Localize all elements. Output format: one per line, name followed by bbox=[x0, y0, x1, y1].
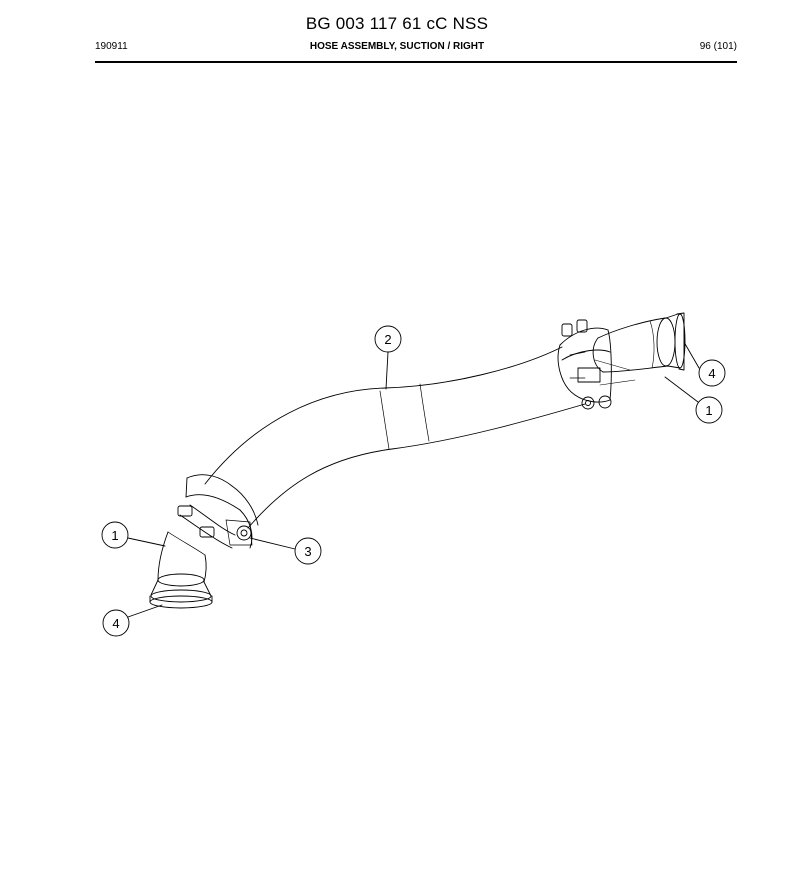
svg-text:3: 3 bbox=[304, 544, 311, 559]
callout-1-left: 1 bbox=[101, 521, 166, 549]
svg-text:2: 2 bbox=[384, 332, 391, 347]
date-code: 190911 bbox=[95, 41, 128, 52]
left-elbow bbox=[149, 531, 213, 609]
right-clamp bbox=[557, 319, 636, 410]
suction-hose bbox=[204, 346, 586, 529]
svg-text:4: 4 bbox=[112, 616, 119, 631]
callout-4-left: 4 bbox=[102, 604, 163, 637]
right-elbow bbox=[592, 312, 686, 373]
document-number: BG 003 117 61 cC NSS bbox=[305, 14, 489, 33]
callout-2: 2 bbox=[374, 325, 402, 390]
header-rule bbox=[95, 61, 737, 63]
page-title: HOSE ASSEMBLY, SUCTION / RIGHT bbox=[309, 41, 485, 52]
left-clamp bbox=[177, 474, 259, 549]
svg-text:1: 1 bbox=[111, 528, 118, 543]
callout-4-right: 4 bbox=[683, 341, 726, 387]
svg-text:1: 1 bbox=[705, 403, 712, 418]
callout-1-right: 1 bbox=[664, 376, 723, 424]
svg-text:4: 4 bbox=[708, 366, 715, 381]
callout-3: 3 bbox=[249, 537, 322, 565]
page-number: 96 (101) bbox=[699, 41, 737, 52]
